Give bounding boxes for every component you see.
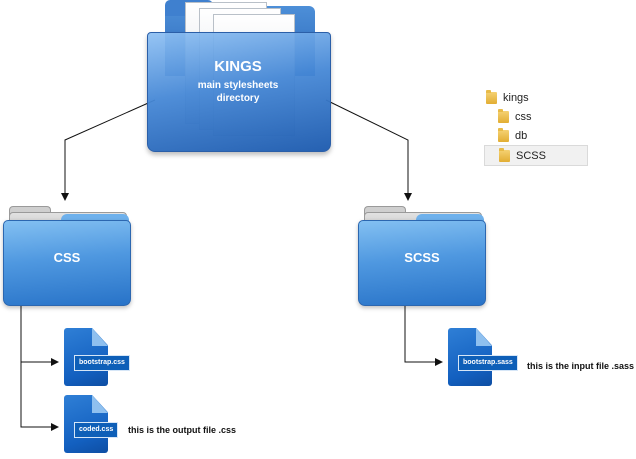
arrow-scss-to-bootstrap-sass bbox=[404, 306, 443, 366]
bootstrap-sass-file-icon: bootstrap.sass bbox=[446, 328, 518, 392]
tree-item-label: db bbox=[515, 129, 528, 142]
kings-folder-subtitle: main stylesheets directory bbox=[197, 80, 279, 104]
coded-css-label: coded.css bbox=[74, 422, 119, 438]
tree-item-label: css bbox=[515, 110, 532, 123]
tree-item-scss[interactable]: SCSS bbox=[484, 145, 588, 166]
tree-item-db[interactable]: db bbox=[482, 126, 588, 145]
tree-item-kings[interactable]: kings bbox=[482, 88, 588, 107]
folder-icon bbox=[486, 89, 497, 104]
input-file-note: this is the input file .sass bbox=[527, 361, 635, 371]
bootstrap-sass-label: bootstrap.sass bbox=[458, 355, 518, 371]
bootstrap-css-file-icon: bootstrap.css bbox=[62, 328, 130, 392]
css-folder-icon: CSS bbox=[3, 206, 131, 306]
tree-item-label: SCSS bbox=[516, 149, 546, 162]
kings-folder-icon: KINGS main stylesheets directory bbox=[143, 0, 333, 155]
output-file-note: this is the output file .css bbox=[128, 425, 237, 435]
arrow-css-to-coded bbox=[20, 362, 59, 431]
kings-folder-title: KINGS bbox=[214, 58, 262, 75]
folder-tree: kings css db SCSS bbox=[482, 88, 588, 166]
arrow-kings-to-scss bbox=[325, 99, 412, 201]
bootstrap-css-label: bootstrap.css bbox=[74, 355, 130, 371]
folder-icon bbox=[499, 147, 510, 162]
folder-icon bbox=[498, 108, 509, 123]
tree-item-label: kings bbox=[503, 91, 529, 104]
coded-css-file-icon: coded.css bbox=[62, 395, 124, 459]
scss-folder-label: SCSS bbox=[404, 250, 440, 265]
tree-item-css[interactable]: css bbox=[482, 107, 588, 126]
arrow-css-to-bootstrap bbox=[20, 306, 59, 366]
folder-icon bbox=[498, 127, 509, 142]
scss-folder-icon: SCSS bbox=[358, 206, 486, 306]
css-folder-label: CSS bbox=[53, 250, 81, 265]
arrow-kings-to-css bbox=[61, 99, 156, 201]
